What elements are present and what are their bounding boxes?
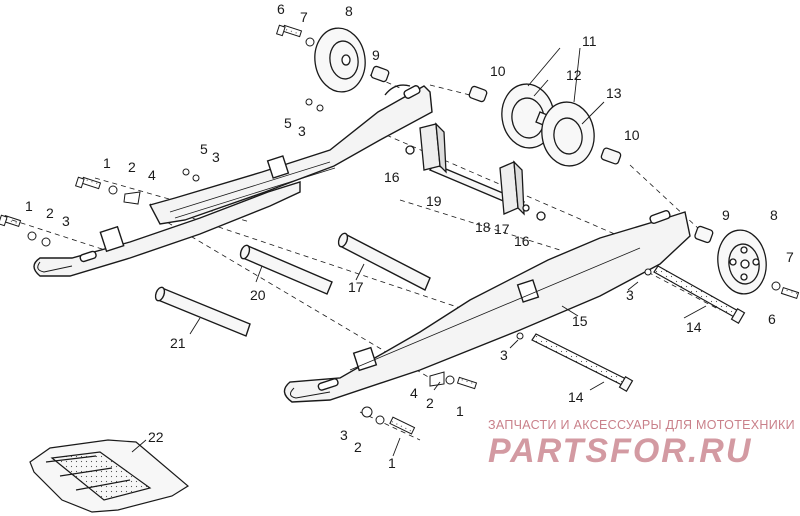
- callout-11: 11: [582, 33, 597, 49]
- upper-slide-rail: [148, 84, 433, 225]
- callout-6: 6: [768, 311, 776, 327]
- callout-14: 14: [686, 319, 702, 335]
- callout-1: 1: [388, 455, 396, 471]
- callout-9: 9: [372, 47, 380, 63]
- watermark-logo-text: PARTSFOR.RU: [488, 432, 752, 470]
- callout-3: 3: [500, 347, 508, 363]
- callout-3: 3: [62, 213, 70, 229]
- callout-21: 21: [170, 335, 186, 351]
- right-slide-rail: [283, 209, 691, 403]
- callout-14: 14: [568, 389, 584, 405]
- cross-shafts: [154, 163, 526, 337]
- callout-17: 17: [494, 221, 510, 237]
- callout-19: 19: [426, 193, 442, 209]
- callout-leaders: [131, 47, 707, 457]
- left-slide-rail: [33, 155, 301, 277]
- callout-2: 2: [128, 159, 136, 175]
- callout-2: 2: [46, 205, 54, 221]
- callout-4: 4: [410, 385, 418, 401]
- wear-strip: [29, 439, 190, 513]
- callout-16: 16: [384, 169, 400, 185]
- callout-15: 15: [572, 313, 588, 329]
- callout-3: 3: [626, 287, 634, 303]
- callout-20: 20: [250, 287, 266, 303]
- callout-7: 7: [786, 249, 794, 265]
- callout-7: 7: [300, 9, 308, 25]
- callout-17: 17: [348, 279, 364, 295]
- callout-8: 8: [345, 3, 353, 19]
- idler-wheels: [314, 27, 767, 295]
- watermark-caption: ЗАПЧАСТИ И АКСЕССУАРЫ ДЛЯ МОТОТЕХНИКИ: [488, 418, 795, 432]
- callout-12: 12: [566, 67, 582, 83]
- watermark-logo: PARTSFOR.RU: [488, 432, 752, 470]
- callout-4: 4: [148, 167, 156, 183]
- axle-brackets: [405, 122, 546, 221]
- fasteners: [0, 24, 800, 435]
- callout-9: 9: [722, 207, 730, 223]
- callout-13: 13: [606, 85, 622, 101]
- callout-1: 1: [103, 155, 111, 171]
- callout-16: 16: [514, 233, 530, 249]
- callout-3: 3: [340, 427, 348, 443]
- callout-2: 2: [426, 395, 434, 411]
- callout-8: 8: [770, 207, 778, 223]
- callout-1: 1: [456, 403, 464, 419]
- callout-3: 3: [298, 123, 306, 139]
- callout-10: 10: [490, 63, 506, 79]
- part-callouts: 6 7 8 9 11 10 12 13 10 5 3 5 3 1 2 4 16 …: [25, 1, 794, 471]
- callout-22: 22: [148, 429, 164, 445]
- callout-3: 3: [212, 149, 220, 165]
- long-bolts: [531, 265, 746, 393]
- callout-5: 5: [284, 115, 292, 131]
- callout-10: 10: [624, 127, 640, 143]
- callout-5: 5: [200, 141, 208, 157]
- callout-2: 2: [354, 439, 362, 455]
- callout-1: 1: [25, 198, 33, 214]
- callout-6: 6: [277, 1, 285, 17]
- callout-18: 18: [475, 219, 491, 235]
